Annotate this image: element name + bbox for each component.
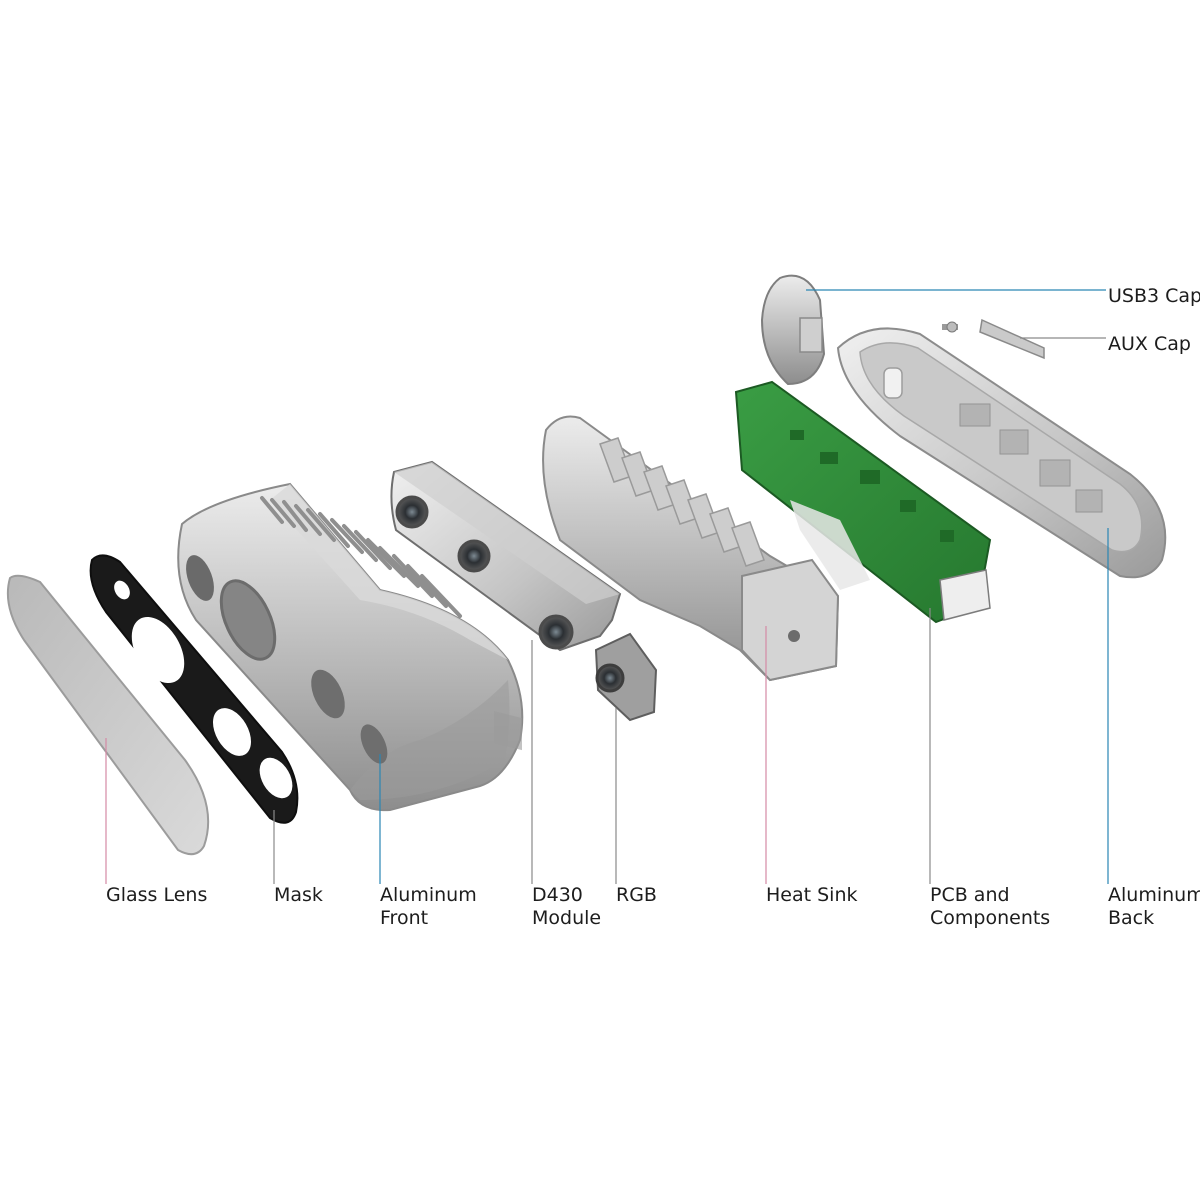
pcb-part: [734, 380, 992, 624]
glass-lens-part: [6, 574, 210, 856]
leader-lines: [105, 289, 1109, 884]
label-d430-module: D430 Module: [532, 884, 602, 929]
mask-part: [89, 554, 299, 824]
d430-module-part: [390, 460, 622, 751]
label-aux-cap: AUX Cap: [1108, 333, 1191, 355]
label-mask: Mask: [274, 884, 323, 906]
aluminum-front-part: [177, 482, 524, 812]
usb3-cap-part: [760, 274, 826, 386]
label-aluminum-front: Aluminum Front: [380, 884, 477, 929]
label-usb3-cap: USB3 Cap: [1108, 285, 1200, 307]
label-heat-sink: Heat Sink: [766, 884, 858, 906]
aluminum-back-part: [836, 327, 1167, 579]
label-rgb: RGB: [616, 884, 657, 906]
aux-cap-part: [942, 318, 1045, 360]
rgb-sensor-part: [594, 632, 658, 722]
label-aluminum-back: Aluminum Back: [1108, 884, 1200, 929]
label-pcb-and-components: PCB and Components: [930, 884, 1051, 929]
label-glass-lens: Glass Lens: [106, 884, 208, 906]
